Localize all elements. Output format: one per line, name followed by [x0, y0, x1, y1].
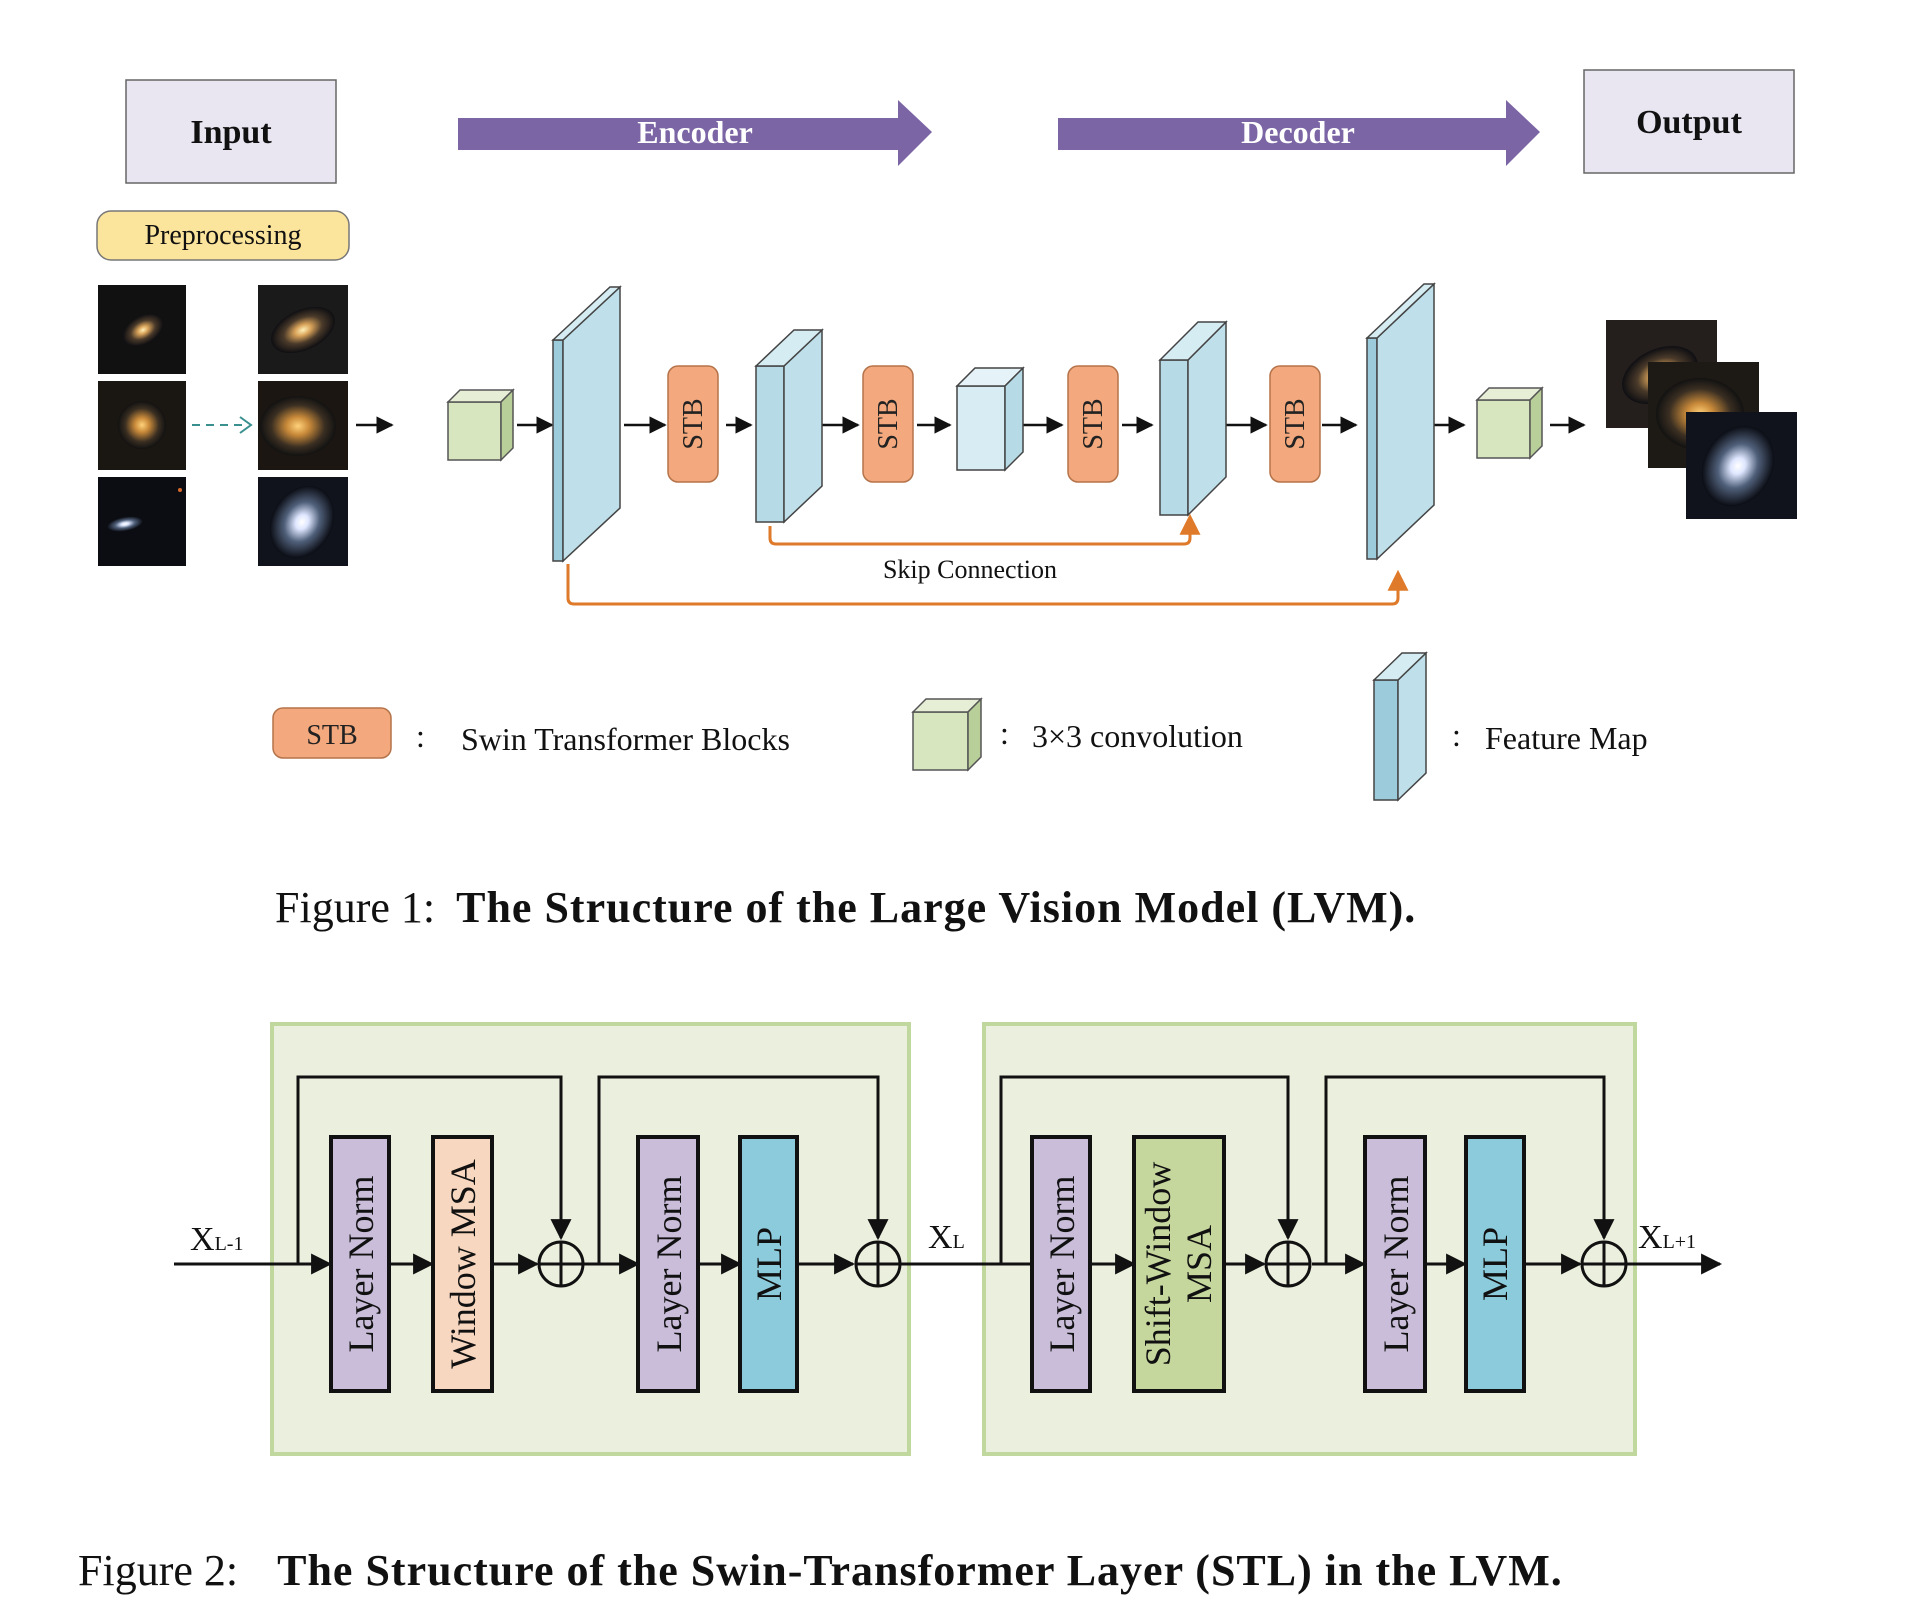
skip-connection-outer	[566, 564, 1409, 606]
processed-galaxy-images	[258, 285, 348, 566]
feature-map-2	[754, 328, 824, 524]
svg-text:MSA: MSA	[1179, 1225, 1219, 1303]
output-galaxy-images	[1606, 320, 1797, 519]
raw-galaxy-images	[98, 285, 186, 566]
stb-block-1: STB	[667, 365, 719, 483]
skip-connection-inner	[768, 513, 1201, 546]
svg-text:MLP: MLP	[1475, 1227, 1515, 1301]
legend-stb-box: STB	[306, 720, 357, 751]
conv-cube-output	[1475, 386, 1544, 460]
sum-node-3	[1264, 1240, 1312, 1288]
x-prev-label: XL-1	[190, 1221, 243, 1258]
block-layer-norm-3: Layer Norm	[1030, 1135, 1092, 1393]
figure2-caption: Figure 2: The Structure of the Swin-Tran…	[78, 1546, 1563, 1595]
sum-node-1	[537, 1240, 585, 1288]
output-label: Output	[1636, 104, 1742, 141]
svg-text::: :	[1000, 715, 1009, 751]
legend-stb-desc: Swin Transformer Blocks	[461, 721, 790, 757]
svg-text:Shift-Window: Shift-Window	[1138, 1162, 1178, 1367]
block-mlp-2: MLP	[1464, 1135, 1526, 1393]
stl-flow-lines	[174, 1075, 1723, 1275]
legend-conv-desc: 3×3 convolution	[1032, 718, 1243, 754]
encoder-arrow: Encoder	[458, 100, 932, 166]
legend-feature-desc: Feature Map	[1485, 720, 1648, 756]
block-window-msa: Window MSA	[431, 1135, 494, 1393]
feature-map-3	[1158, 320, 1228, 517]
encoder-label: Encoder	[637, 114, 753, 150]
figure1-caption: Figure 1: The Structure of the Large Vis…	[275, 883, 1416, 932]
legend-conv-cube	[911, 697, 983, 772]
svg-text::: :	[416, 718, 425, 754]
stb-block-3: STB	[1067, 365, 1119, 483]
decoder-label: Decoder	[1241, 114, 1355, 150]
conv-cube-input	[446, 388, 515, 462]
sum-node-2	[854, 1240, 902, 1288]
feature-map-4	[1365, 282, 1436, 561]
block-shift-window-msa: Shift-Window MSA	[1132, 1135, 1226, 1393]
legend: STB : Swin Transformer Blocks : 3×3 conv…	[272, 651, 1648, 802]
svg-text:Layer Norm: Layer Norm	[1042, 1176, 1082, 1353]
decoder-arrow: Decoder	[1058, 100, 1540, 166]
svg-text:STB: STB	[1280, 398, 1311, 449]
stb-block-4: STB	[1269, 365, 1321, 483]
sum-node-4	[1580, 1240, 1628, 1288]
legend-feature-map	[1372, 651, 1428, 802]
x-mid-label: XL	[928, 1219, 965, 1256]
preprocessing-label: Preprocessing	[144, 220, 301, 251]
block-layer-norm-4: Layer Norm	[1363, 1135, 1427, 1393]
svg-text:MLP: MLP	[749, 1227, 789, 1301]
stb-block-2: STB	[862, 365, 914, 483]
input-label: Input	[190, 114, 272, 151]
stl-panel-shift-window	[982, 1022, 1637, 1456]
preprocessing-badge: Preprocessing	[96, 210, 350, 261]
feature-map-1	[551, 285, 622, 563]
input-box: Input	[125, 79, 337, 184]
svg-text:Layer Norm: Layer Norm	[649, 1176, 689, 1353]
svg-text:STB: STB	[873, 398, 904, 449]
svg-text:Layer Norm: Layer Norm	[1376, 1176, 1416, 1353]
feature-map-bottleneck	[955, 366, 1025, 472]
block-mlp-1: MLP	[738, 1135, 799, 1393]
svg-text:Window MSA: Window MSA	[443, 1159, 483, 1369]
svg-text:STB: STB	[678, 398, 709, 449]
sum-nodes	[537, 1240, 1628, 1288]
svg-text:STB: STB	[1078, 398, 1109, 449]
skip-connection-label: Skip Connection	[883, 555, 1057, 584]
svg-text:Layer Norm: Layer Norm	[341, 1176, 381, 1353]
svg-text::: :	[1452, 717, 1461, 753]
x-next-label: XL+1	[1638, 1219, 1696, 1256]
block-layer-norm-2: Layer Norm	[636, 1135, 700, 1393]
block-layer-norm-1: Layer Norm	[329, 1135, 391, 1393]
output-box: Output	[1583, 69, 1795, 174]
